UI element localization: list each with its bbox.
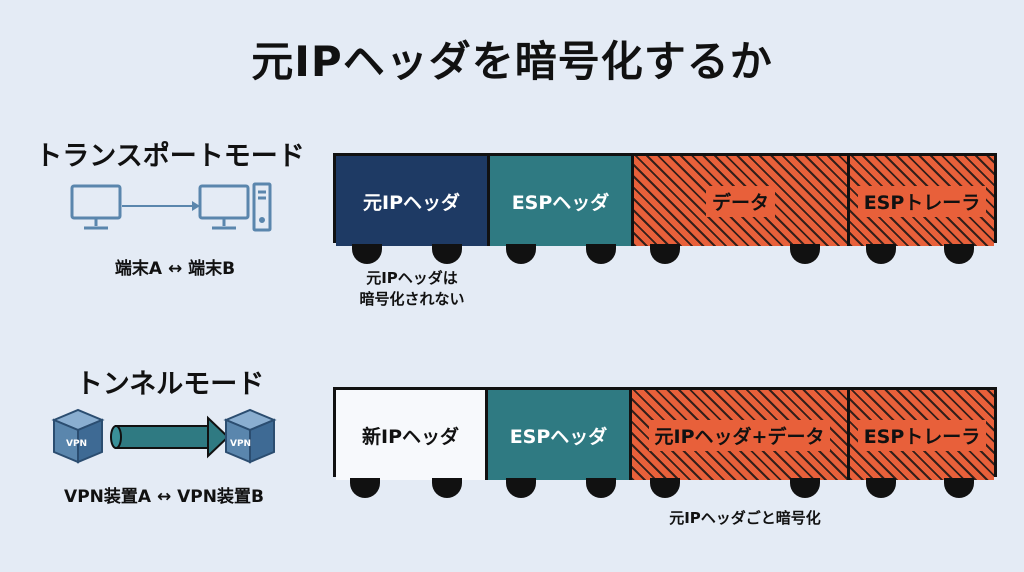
transport-segment-data: データ (634, 156, 850, 246)
transport-mode-title: トランスポートモード (35, 141, 305, 172)
wheel (944, 244, 974, 264)
vpn-device-a-icon: VPN (51, 408, 105, 464)
transport-segment-esp-trailer: ESPトレーラ (850, 156, 994, 246)
transport-segment-esp-header: ESPヘッダ (490, 156, 634, 246)
tunnel-segment-original-ip-and-data: 元IPヘッダ+データ (632, 390, 850, 480)
wheel (790, 244, 820, 264)
tunnel-segment-esp-header: ESPヘッダ (488, 390, 632, 480)
wheel (650, 244, 680, 264)
transport-note-line1: 元IPヘッダは (366, 269, 458, 287)
tunnel-segment-new-ip-header: 新IPヘッダ (336, 390, 488, 480)
computer-a-icon (70, 184, 122, 230)
wheel (432, 244, 462, 264)
wheel (866, 244, 896, 264)
transport-endpoints-label: 端末A ↔ 端末B (114, 259, 236, 279)
segment-label: ESPヘッダ (511, 191, 610, 214)
transport-endpoints-illustration (70, 182, 272, 232)
wheel (790, 478, 820, 498)
tunnel-arrow-icon (110, 415, 230, 459)
transport-packet: 元IPヘッダ ESPヘッダ データ ESPトレーラ (333, 153, 997, 246)
transport-note: 元IPヘッダは 暗号化されない (322, 268, 502, 310)
segment-label: ESPヘッダ (509, 425, 608, 448)
tunnel-mode-title: トンネルモード (75, 369, 265, 400)
transport-segment-original-ip-header: 元IPヘッダ (336, 156, 490, 246)
segment-label: 元IPヘッダ+データ (648, 419, 831, 451)
segment-label: ESPトレーラ (857, 185, 987, 217)
tunnel-endpoints-illustration: VPN VPN (51, 408, 277, 464)
page-title: 元IPヘッダを暗号化するか (251, 37, 773, 86)
wheel (352, 244, 382, 264)
segment-label: データ (705, 185, 775, 217)
wheel (866, 478, 896, 498)
wheel (944, 478, 974, 498)
tunnel-endpoints-label: VPN装置A ↔ VPN装置B (64, 487, 264, 507)
wheel (350, 478, 380, 498)
computer-b-icon (198, 182, 272, 232)
arrow-right-icon (122, 201, 200, 211)
wheel (586, 478, 616, 498)
wheel (650, 478, 680, 498)
segment-label: 元IPヘッダ (363, 191, 460, 214)
vpn-badge-b: VPN (230, 439, 251, 449)
wheel (432, 478, 462, 498)
segment-label: 新IPヘッダ (362, 425, 459, 448)
tunnel-note: 元IPヘッダごと暗号化 (669, 509, 821, 527)
vpn-badge-a: VPN (66, 439, 87, 449)
wheel (586, 244, 616, 264)
vpn-device-b-icon: VPN (223, 408, 277, 464)
wheel (506, 244, 536, 264)
transport-note-line2: 暗号化されない (359, 290, 465, 308)
tunnel-segment-esp-trailer: ESPトレーラ (850, 390, 994, 480)
wheel (506, 478, 536, 498)
segment-label: ESPトレーラ (857, 419, 987, 451)
tunnel-packet: 新IPヘッダ ESPヘッダ 元IPヘッダ+データ ESPトレーラ (333, 387, 997, 480)
